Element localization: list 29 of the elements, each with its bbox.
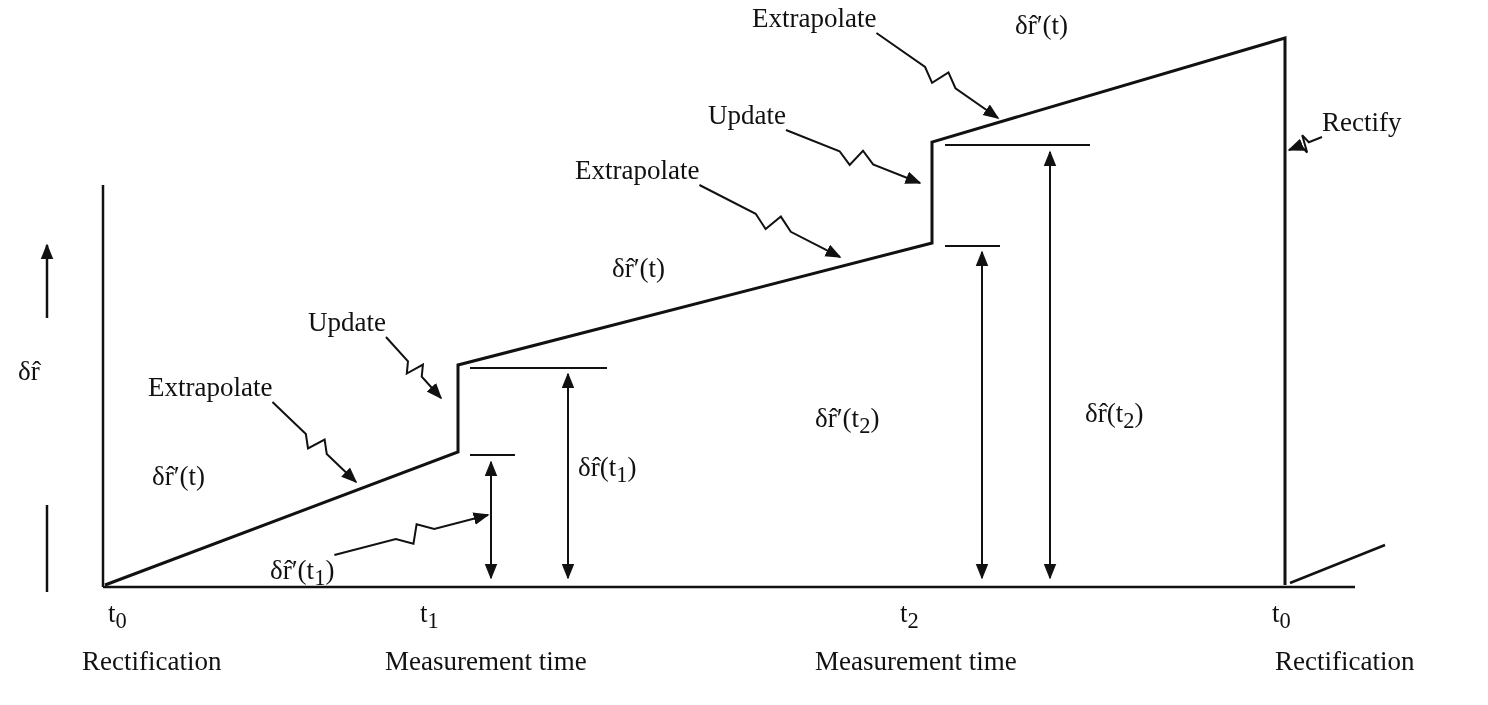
quantity-label: δr̂′(t$_{2}$) bbox=[815, 403, 880, 441]
callout-label: δr̂′(t$_{1}$) bbox=[270, 555, 335, 594]
leader-line bbox=[271, 401, 358, 484]
leader-line bbox=[875, 32, 1000, 119]
axis-caption: Measurement time bbox=[385, 646, 587, 676]
leader-line bbox=[1287, 134, 1323, 154]
leader-line bbox=[333, 512, 490, 556]
quantity-label: δr̂′(t) bbox=[1015, 10, 1069, 40]
axis-caption: Rectification bbox=[82, 646, 222, 676]
leader-line bbox=[384, 336, 443, 400]
callout-label: Update bbox=[708, 100, 786, 130]
time-label: t$_{2}$ bbox=[900, 598, 919, 636]
axis-caption: Rectification bbox=[1275, 646, 1415, 676]
quantity-label: δr̂′(t) bbox=[612, 253, 666, 283]
callout-label: Rectify bbox=[1322, 107, 1402, 137]
quantity-label: δr̂(t$_{1}$) bbox=[578, 452, 637, 490]
time-label: t$_{0}$ bbox=[1272, 598, 1291, 636]
axis-caption: Measurement time bbox=[815, 646, 1017, 676]
time-label: t$_{0}$ bbox=[108, 598, 127, 636]
callout-label: Update bbox=[308, 307, 386, 337]
quantity-label: δr̂ bbox=[18, 356, 40, 386]
leader-line bbox=[784, 129, 922, 184]
quantity-label: δr̂′(t) bbox=[152, 461, 206, 491]
callout-label: Extrapolate bbox=[575, 155, 700, 185]
time-label: t$_{1}$ bbox=[420, 598, 439, 636]
leader-line bbox=[698, 184, 842, 258]
quantity-label: δr̂(t$_{2}$) bbox=[1085, 398, 1144, 436]
callout-label: Extrapolate bbox=[752, 3, 877, 33]
callout-label: Extrapolate bbox=[148, 372, 273, 402]
